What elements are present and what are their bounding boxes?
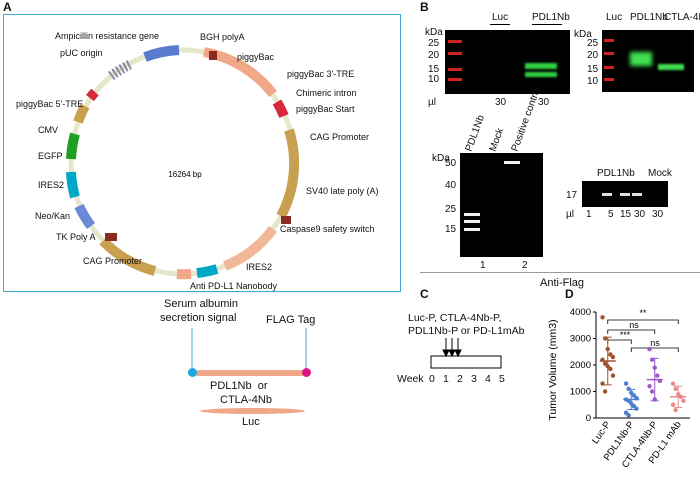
- data-point: [671, 381, 675, 385]
- label-pbstart: piggyBac Start: [296, 104, 355, 114]
- y-axis-label: Tumor Volume (mm3): [547, 319, 559, 420]
- feature-tkpa: [105, 233, 117, 241]
- label-puc: pUC origin: [60, 48, 103, 58]
- data-point: [634, 407, 638, 411]
- data-point: [626, 387, 630, 391]
- blot4-image: [582, 181, 668, 207]
- bracket-luc-pdl1nb: [608, 340, 632, 344]
- label-3tre: piggyBac 3'-TRE: [287, 69, 354, 79]
- data-point: [655, 373, 659, 377]
- data-point: [600, 315, 604, 319]
- label-ires2a: IRES2: [38, 180, 64, 190]
- feature-neo-kan: [79, 206, 91, 226]
- data-point: [603, 389, 607, 393]
- data-point: [626, 413, 630, 417]
- blot3-image: [460, 153, 543, 257]
- sig-luc-mab: **: [639, 308, 647, 318]
- label-amp: Ampicillin resistance gene: [55, 31, 159, 41]
- data-point: [650, 389, 654, 393]
- label-sv40: SV40 late poly (A): [306, 186, 379, 196]
- data-point: [681, 399, 685, 403]
- blot1-lane-luc: Luc: [492, 12, 508, 23]
- feature-3tre: [277, 102, 284, 116]
- label-piggybac: piggyBac: [237, 52, 274, 62]
- data-point: [673, 387, 677, 391]
- y-tick-label: 1000: [570, 387, 591, 398]
- label-cag2: CAG Promoter: [83, 256, 142, 266]
- x-tick-label: Luc-P: [590, 419, 613, 446]
- anti-flag-label: Anti-Flag: [540, 277, 584, 289]
- luc-bar: [200, 408, 305, 414]
- label-egfp: EGFP: [38, 151, 63, 161]
- label-ires2b: IRES2: [246, 262, 272, 272]
- series-1: [623, 381, 639, 417]
- data-point: [673, 408, 677, 412]
- data-point: [608, 367, 612, 371]
- feature-sv40: [281, 216, 291, 224]
- label-luc: Luc: [242, 416, 260, 428]
- bracket-luc-mab: [608, 320, 679, 324]
- label-cmv: CMV: [38, 125, 58, 135]
- series-3: [670, 381, 686, 412]
- panel-b-label: B: [420, 0, 429, 14]
- y-tick-label: 0: [586, 413, 591, 424]
- panel-c-label: C: [420, 287, 429, 301]
- panel-a-label: A: [3, 0, 12, 14]
- feature-ires2-b: [197, 269, 217, 273]
- feature-cag-promoter-1: [281, 130, 294, 216]
- label-cag1: CAG Promoter: [310, 132, 369, 142]
- label-pdl1nb: PDL1Nb or: [210, 380, 267, 392]
- y-tick-label: 3000: [570, 334, 591, 345]
- plasmid-size: 16264 bp: [168, 170, 202, 179]
- data-point: [611, 373, 615, 377]
- timeline: [400, 335, 520, 395]
- feature-caspase9: [225, 229, 273, 266]
- label-nanobody: Anti PD-L1 Nanobody: [190, 281, 277, 291]
- sig-pdl1nb-mab: ns: [650, 338, 660, 348]
- series-0: [600, 315, 616, 394]
- label-bgh: BGH polyA: [200, 32, 245, 42]
- label-ctla4nb: CTLA-4Nb: [220, 394, 272, 406]
- blot1-kda: kDa: [425, 27, 443, 38]
- feature-amp: [145, 50, 179, 57]
- sig-luc-ctla: ns: [629, 320, 639, 330]
- blot1-lane-pdl1nb: PDL1Nb: [532, 12, 570, 23]
- data-point: [671, 403, 675, 407]
- feature-bgh-polya: [209, 51, 217, 60]
- label-neo: Neo/Kan: [35, 211, 70, 221]
- bracket-luc-ctla: [608, 330, 655, 334]
- label-5tre: piggyBac 5'-TRE: [16, 99, 83, 109]
- bracket-pdl1nb-mab: [631, 348, 678, 352]
- data-point: [611, 355, 615, 359]
- data-point: [624, 381, 628, 385]
- feature-egfp: [71, 134, 75, 159]
- label-intron: Chimeric intron: [296, 88, 357, 98]
- blot1-image: [445, 30, 570, 94]
- label-casp: Caspase9 safety switch: [280, 224, 375, 234]
- feature-5tre: [90, 92, 95, 98]
- feature-ires2-a: [71, 172, 75, 197]
- label-tkpa: TK Poly A: [56, 232, 96, 242]
- data-point: [647, 384, 651, 388]
- y-tick-label: 2000: [570, 360, 591, 371]
- blot2-image: [602, 30, 694, 92]
- tumor-volume-chart: Tumor Volume (mm3) 0 1000 2000 3000 4000Luc-…: [540, 290, 700, 479]
- sig-luc-pdl1nb: ***: [620, 330, 631, 340]
- y-tick-label: 4000: [570, 307, 591, 318]
- series-2: [647, 347, 663, 402]
